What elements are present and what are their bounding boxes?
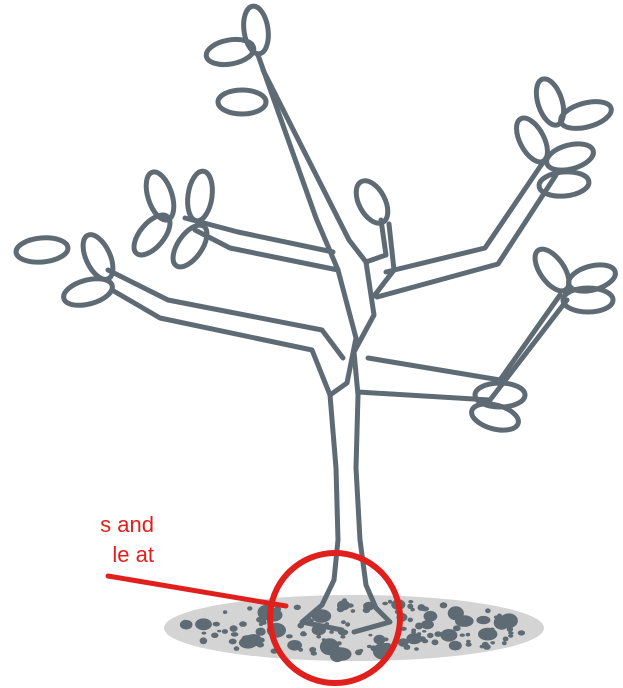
pebble [359,649,363,652]
pebble [195,618,212,630]
pebble [484,621,488,624]
pebble [518,630,525,635]
pebble [449,641,462,651]
leaf-cluster-left [15,230,119,310]
pebble [460,634,465,637]
pebble [316,635,321,639]
leaf-single-center [350,176,395,229]
branch-lower-left [108,270,343,358]
pebble [256,628,266,636]
pebble [320,638,339,655]
pebble [478,628,497,641]
pebble [388,600,392,604]
leaf-cluster-upper-right [510,75,614,198]
annotation-label: s and le at [0,510,154,570]
pebble [239,621,247,627]
pebble [503,637,509,642]
branch-lower-right-inner [358,300,567,400]
pebble [408,600,413,603]
pebble [497,614,502,618]
pebble [231,632,239,637]
leaf-cluster-right [528,243,618,312]
trunk-left-edge [302,395,342,630]
pebble [507,626,513,632]
pebble [434,631,441,637]
pebble [298,648,303,652]
pebble [259,623,263,626]
branch-lower-right [368,295,560,380]
pebble [294,605,301,610]
pebble [421,620,434,629]
pebble [482,642,489,648]
pebble [342,598,347,602]
annotation-line-1: s and [0,510,154,540]
pebble [485,608,491,613]
pebble [222,629,228,634]
pebble [234,646,240,651]
pebble [245,634,262,646]
pebble [351,609,356,613]
pebble [247,606,252,610]
pebble [311,651,316,654]
pebble [508,631,513,634]
pebble [418,604,426,611]
pebble [466,633,471,637]
pebble [229,639,237,645]
pebble [347,603,354,607]
pebble [422,630,426,633]
pebble [211,633,218,639]
pebble [440,602,448,608]
annotation-line-2: le at [0,540,154,570]
leaf-cluster-upper-left [127,169,215,273]
pointer-line-icon [108,576,286,606]
pebble [368,634,372,637]
pebble [345,622,350,626]
pebble [370,645,377,651]
pebble [455,615,474,627]
pebble [502,641,507,645]
branch-upper-right-inner [377,175,556,297]
pebble [424,611,438,622]
pebble [340,635,345,639]
pebble [410,608,414,612]
pebble [476,616,490,624]
pebble [200,637,208,644]
pebble [466,643,472,647]
pebble [341,620,346,624]
pebble [427,633,434,638]
pebble [490,641,495,644]
soil-mound-icon [164,595,544,662]
branch-twig-right [366,220,386,262]
pebble [408,618,413,623]
pebble [384,638,389,642]
pebble [432,639,439,645]
pebble [230,625,238,632]
pebble [217,630,221,633]
pebble [329,630,333,633]
pebble [286,634,293,638]
pebble [383,643,389,647]
pebble [382,602,388,605]
pebble [300,632,307,636]
pebble [414,647,419,651]
pebble [201,632,206,635]
pebble [411,630,416,634]
pebble [415,635,420,638]
pebble [374,635,386,645]
pebble [276,630,283,635]
pebble [223,610,227,614]
pebble [180,620,193,630]
branch-upper-right [386,155,548,272]
pebble [213,622,220,627]
branch-lower-left-inner [112,290,330,395]
pebble [508,634,513,637]
